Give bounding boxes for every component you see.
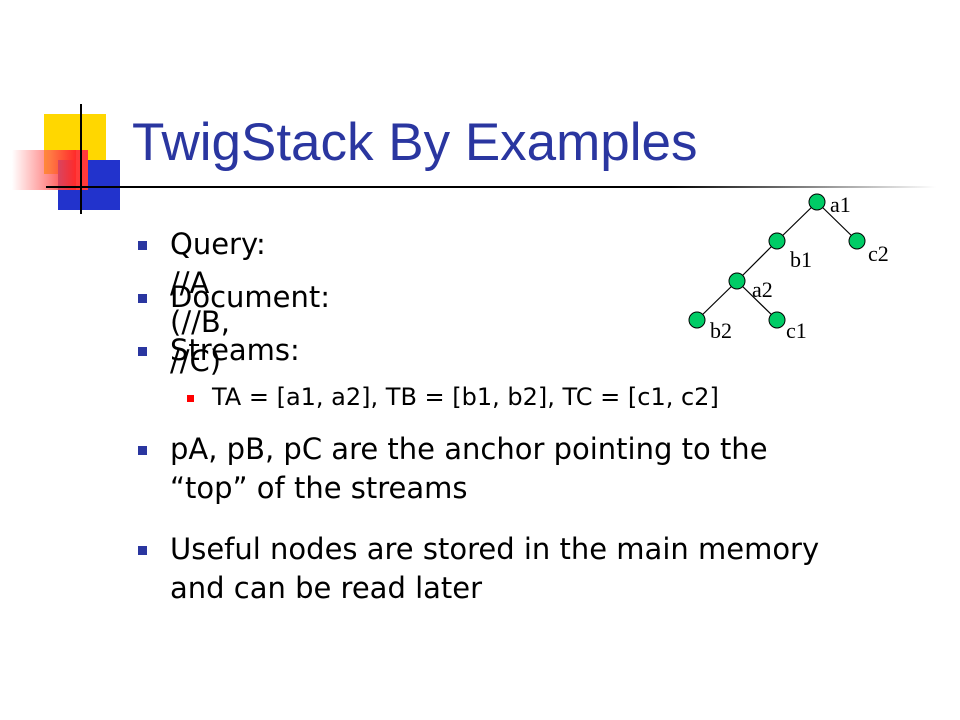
bullet-square-icon	[138, 546, 147, 555]
red-bar-decoration	[76, 150, 88, 190]
node-b1	[768, 232, 786, 250]
label-b2: b2	[710, 318, 732, 343]
bullet-query: Query: //A (//B, //C)	[138, 225, 266, 381]
label-b1: b1	[790, 247, 812, 272]
tree-nodes	[688, 193, 866, 329]
bullet-text: Streams:	[170, 333, 300, 367]
slide-title: TwigStack By Examples	[132, 113, 698, 172]
bullet-square-icon	[138, 294, 147, 303]
bullet-text-line2: and can be read later	[170, 571, 483, 605]
bullet-anchors: pA, pB, pC are the anchor pointing to th…	[138, 430, 890, 508]
node-b2	[688, 311, 706, 329]
bullet-text: Document:	[170, 280, 331, 314]
edge-b1-a2	[736, 240, 778, 282]
node-a2	[728, 272, 746, 290]
bullet-useful-nodes: Useful nodes are stored in the main memo…	[138, 530, 920, 608]
edge-a1-c2	[816, 201, 858, 242]
tree-labels: a1 b1 c2 a2 b2 c1	[710, 192, 889, 343]
document-tree-diagram: a1 b1 c2 a2 b2 c1	[688, 192, 889, 343]
label-c1: c1	[786, 318, 807, 343]
title-underline	[46, 186, 936, 188]
edge-a2-b2	[696, 280, 738, 321]
bullet-square-icon	[138, 446, 147, 455]
vertical-rule	[80, 104, 82, 214]
sub-bullet-streams-values: TA = [a1, a2], TB = [b1, b2], TC = [c1, …	[187, 382, 719, 412]
label-a1: a1	[830, 192, 851, 217]
node-c1	[768, 311, 786, 329]
tree-edges	[696, 201, 858, 321]
bullet-text: Query: //A (//B, //C)	[170, 227, 266, 378]
bullet-square-icon	[138, 347, 147, 356]
bullet-document: Document:	[138, 278, 331, 317]
node-c2	[848, 232, 866, 250]
bullet-streams: Streams:	[138, 331, 300, 370]
bullet-text-line2: “top” of the streams	[170, 471, 468, 505]
red-gradient-decoration	[12, 150, 76, 190]
edge-a2-c1	[736, 280, 778, 321]
node-a1	[808, 193, 826, 211]
bullet-square-icon	[138, 241, 147, 250]
edge-a1-b1	[776, 201, 818, 242]
label-a2: a2	[752, 277, 773, 302]
bullet-text: TA = [a1, a2], TB = [b1, b2], TC = [c1, …	[212, 383, 719, 411]
bullet-text-line1: pA, pB, pC are the anchor pointing to th…	[170, 432, 768, 466]
sub-bullet-square-icon	[187, 395, 194, 402]
label-c2: c2	[868, 241, 889, 266]
bullet-text-line1: Useful nodes are stored in the main memo…	[170, 532, 820, 566]
